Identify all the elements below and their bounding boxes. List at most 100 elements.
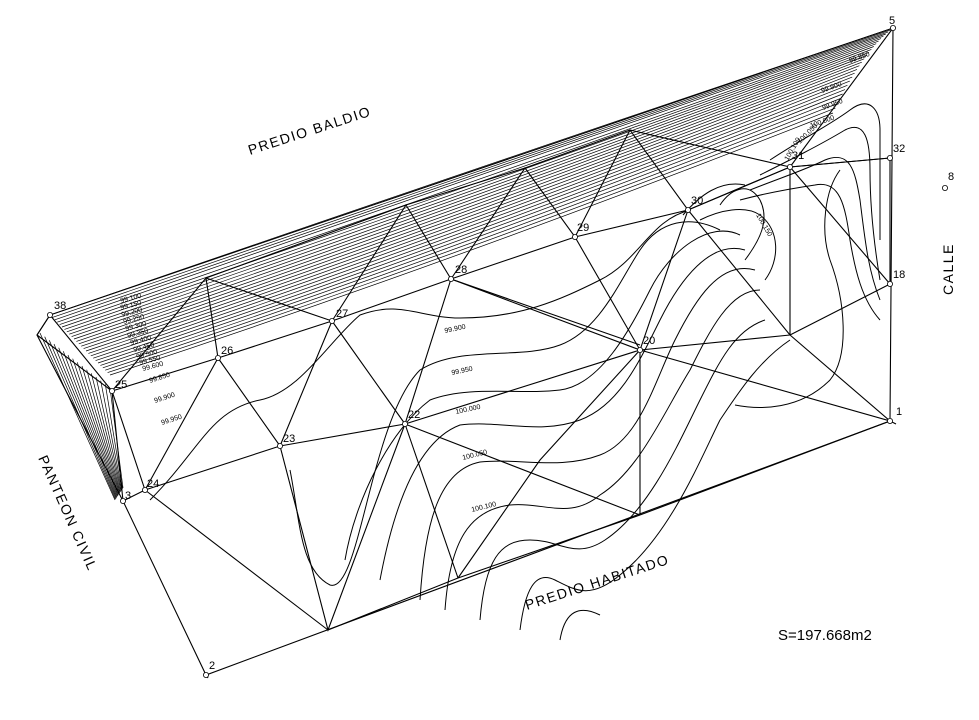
contour-label: 100.000 bbox=[455, 404, 481, 416]
contour-line bbox=[59, 35, 884, 325]
label-calle: CALLE bbox=[940, 243, 956, 295]
survey-point-28 bbox=[447, 275, 454, 282]
survey-point-30 bbox=[685, 206, 692, 213]
contour-lines-north bbox=[49, 27, 894, 376]
point-label-29: 29 bbox=[577, 222, 589, 234]
survey-point-26 bbox=[214, 354, 221, 361]
contour-label: 99.900 bbox=[820, 81, 843, 95]
contour-line bbox=[93, 80, 850, 359]
contour-line bbox=[86, 369, 121, 493]
contour-line bbox=[76, 55, 867, 342]
point-label-38: 38 bbox=[54, 300, 66, 312]
point-label-30: 30 bbox=[691, 195, 703, 207]
contour-line bbox=[100, 380, 123, 490]
contour-line bbox=[83, 65, 860, 349]
point-label-32: 32 bbox=[893, 143, 905, 155]
point-label-2: 2 bbox=[209, 660, 215, 672]
survey-point-23 bbox=[276, 442, 283, 449]
survey-point-20 bbox=[637, 346, 644, 353]
point-label-22: 22 bbox=[408, 409, 420, 421]
contour-line bbox=[97, 89, 846, 364]
point-label-1: 1 bbox=[896, 406, 902, 418]
survey-point-2 bbox=[202, 672, 209, 679]
contour-line bbox=[85, 69, 858, 352]
contour-line bbox=[64, 40, 879, 330]
point-label-8: 8 bbox=[948, 171, 954, 183]
contour-line bbox=[100, 93, 843, 366]
contour-line bbox=[95, 84, 848, 361]
survey-point-5 bbox=[890, 24, 897, 31]
contour-line bbox=[78, 58, 865, 345]
point-label-18: 18 bbox=[893, 269, 905, 281]
contour-line bbox=[102, 98, 841, 369]
contour-line bbox=[57, 33, 886, 323]
label-predio-habitado: PREDIO HABITADO bbox=[523, 551, 671, 613]
contour-line bbox=[53, 343, 117, 498]
point-label-26: 26 bbox=[221, 345, 233, 357]
contour-line bbox=[44, 336, 116, 500]
survey-point-18 bbox=[887, 280, 894, 287]
contour-line bbox=[71, 49, 872, 337]
contour-line bbox=[81, 365, 121, 493]
contour-line bbox=[69, 46, 874, 335]
contour-line bbox=[109, 112, 834, 376]
contour-label: 100.050 bbox=[462, 449, 488, 462]
survey-point-25 bbox=[109, 387, 116, 394]
survey-point-3 bbox=[120, 497, 127, 504]
contour-line bbox=[66, 43, 877, 333]
contour-line bbox=[62, 351, 119, 497]
contour-line bbox=[88, 72, 855, 354]
contour-line bbox=[58, 347, 118, 497]
point-label-28: 28 bbox=[455, 264, 467, 276]
contour-line bbox=[107, 107, 836, 373]
triangulation-mesh bbox=[111, 27, 894, 632]
contour-line bbox=[81, 61, 862, 347]
contour-label: 99.950 bbox=[451, 366, 474, 377]
contour-lines-west bbox=[39, 332, 124, 501]
survey-point-1 bbox=[887, 417, 894, 424]
point-label-3: 3 bbox=[125, 490, 131, 502]
contour-line bbox=[90, 373, 122, 492]
survey-point-8 bbox=[942, 184, 949, 191]
contour-label: 99.850 bbox=[148, 372, 171, 385]
contour-line bbox=[48, 340, 117, 499]
survey-point-29 bbox=[572, 233, 579, 240]
contour-line bbox=[76, 362, 120, 494]
contour-line bbox=[90, 76, 853, 357]
contour-line bbox=[104, 384, 123, 489]
contour-label: 99.950 bbox=[160, 414, 183, 427]
survey-point-38 bbox=[47, 311, 54, 318]
contour-label: 100.100 bbox=[471, 501, 497, 514]
contour-line bbox=[49, 27, 894, 316]
point-label-24: 24 bbox=[147, 478, 159, 490]
survey-point-31 bbox=[787, 163, 794, 170]
point-label-31: 31 bbox=[792, 150, 804, 162]
survey-point-32 bbox=[887, 154, 894, 161]
contour-label: 99.900 bbox=[153, 392, 176, 405]
contour-lines-interior bbox=[149, 103, 881, 641]
survey-point-24 bbox=[141, 486, 148, 493]
contour-line bbox=[72, 358, 120, 495]
label-panteon-civil: PANTEON CIVIL bbox=[35, 453, 100, 574]
contour-line bbox=[105, 102, 838, 371]
contour-line bbox=[39, 332, 116, 501]
point-label-20: 20 bbox=[643, 335, 655, 347]
point-label-27: 27 bbox=[336, 308, 348, 320]
contour-line bbox=[54, 31, 889, 321]
point-label-23: 23 bbox=[283, 433, 295, 445]
label-predio-baldio: PREDIO BALDIO bbox=[246, 103, 373, 158]
point-label-25: 25 bbox=[115, 379, 127, 391]
contour-label: 99.900 bbox=[444, 324, 467, 335]
area-label: S=197.668m2 bbox=[778, 627, 872, 644]
survey-point-27 bbox=[328, 317, 335, 324]
contour-line bbox=[73, 52, 870, 340]
contour-label: 100.150 bbox=[754, 213, 773, 239]
contour-line bbox=[52, 29, 891, 318]
contour-line bbox=[67, 354, 119, 496]
contour-line bbox=[95, 376, 122, 491]
contour-line bbox=[61, 38, 882, 328]
survey-point-22 bbox=[401, 420, 408, 427]
point-label-5: 5 bbox=[889, 15, 895, 27]
